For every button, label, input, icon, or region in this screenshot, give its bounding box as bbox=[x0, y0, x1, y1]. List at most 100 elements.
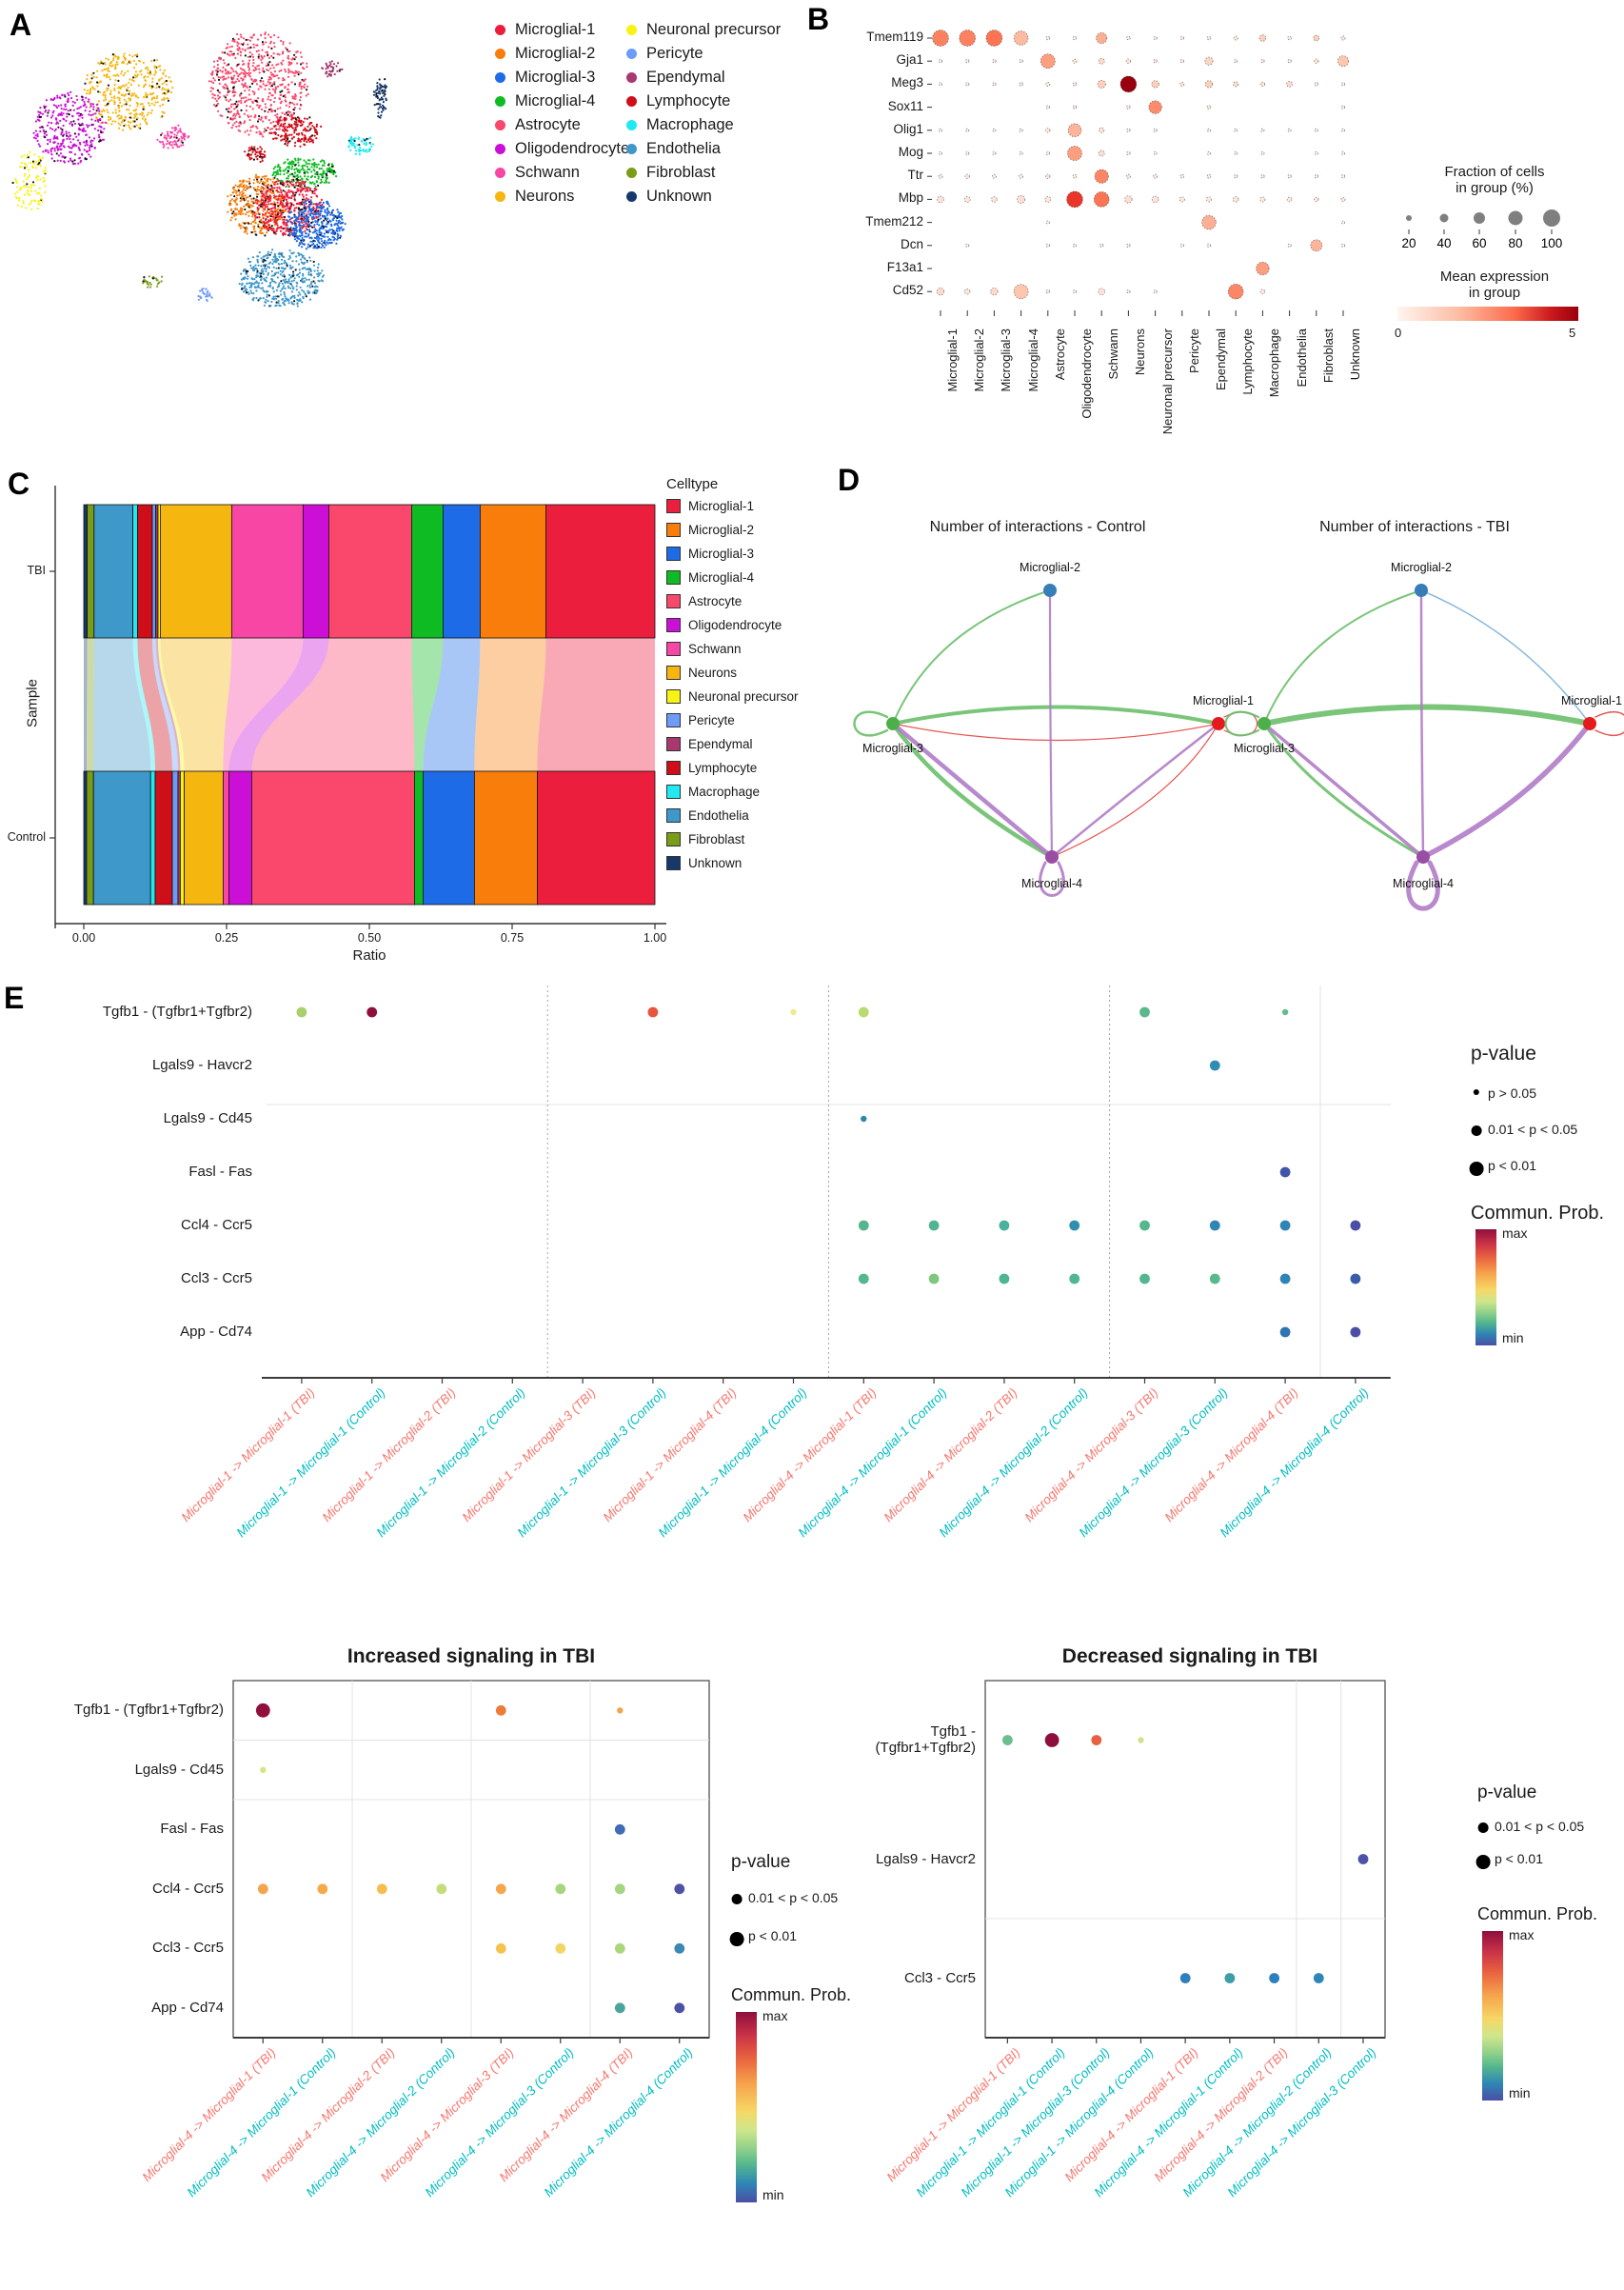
celltype-label: Neurons bbox=[1133, 329, 1148, 376]
bubble-dot bbox=[1091, 1735, 1102, 1745]
panel-a-label: A bbox=[10, 8, 32, 42]
umap-legend-item: Microglial-1 bbox=[495, 21, 628, 39]
bubble-dot bbox=[495, 1704, 506, 1716]
celltype-label: Unknown bbox=[1348, 329, 1362, 381]
celltype-label: Microglial-1 bbox=[945, 329, 960, 392]
bubble-dot bbox=[614, 1942, 625, 1954]
pvalue-size-dot bbox=[1477, 1822, 1489, 1833]
bubble-dot bbox=[999, 1220, 1010, 1231]
bubble-dot bbox=[674, 2002, 685, 2014]
bubble-dot bbox=[614, 1823, 625, 1835]
bubble-dot bbox=[257, 1883, 268, 1895]
umap-legend-item: Ependymal bbox=[626, 69, 817, 87]
legend-label: Fibroblast bbox=[688, 832, 745, 846]
umap-cluster-Schwann bbox=[156, 124, 190, 149]
legend-color-square bbox=[666, 618, 681, 632]
lr-pair-label: Ccl4 - Ccr5 bbox=[180, 1217, 252, 1233]
legend-label: Pericyte bbox=[688, 713, 735, 727]
panel-e-label: E bbox=[4, 981, 25, 1015]
prob-max-label: max bbox=[1502, 1225, 1528, 1241]
network-node bbox=[1583, 717, 1596, 730]
svg-text:20: 20 bbox=[1401, 236, 1416, 250]
celltype-label: Neuronal precursor bbox=[1159, 329, 1175, 435]
legend-color-dot bbox=[495, 96, 505, 107]
legend-label: Schwann bbox=[688, 642, 742, 656]
legend-color-square bbox=[666, 666, 681, 680]
bubble-dot bbox=[928, 1220, 940, 1231]
bubble-dot bbox=[296, 1006, 307, 1018]
lr-bubble-decreased bbox=[984, 1680, 1386, 2043]
celltype-legend-item: Macrophage bbox=[666, 785, 828, 799]
umap-cluster-Microglial-3 bbox=[286, 199, 347, 250]
bubble-dot bbox=[1209, 1220, 1220, 1231]
legend-color-square bbox=[666, 689, 681, 704]
celltype-legend-item: Astrocyte bbox=[666, 594, 828, 608]
legend-color-dot bbox=[626, 49, 637, 59]
prob-max-label: max bbox=[762, 2008, 788, 2023]
celltype-legend-item: Schwann bbox=[666, 642, 828, 656]
bubble-dot bbox=[1179, 1973, 1191, 1983]
legend-color-dot bbox=[495, 72, 505, 83]
legend-label: Unknown bbox=[688, 856, 743, 870]
lr-pair-label: Fasl - Fas bbox=[160, 1821, 224, 1838]
umap-cluster-Fibroblast bbox=[142, 275, 164, 289]
legend-label: Fibroblast bbox=[646, 164, 716, 181]
pvalue-size-dot bbox=[731, 1894, 743, 1904]
bubble-dot bbox=[1069, 1273, 1080, 1284]
bubble-dot bbox=[1139, 1273, 1150, 1284]
bubble-dot bbox=[1357, 1854, 1369, 1864]
bubble-dot bbox=[255, 1703, 270, 1718]
celltype-legend-item: Endothelia bbox=[666, 808, 828, 823]
celltype-legend-item: Microglial-3 bbox=[666, 547, 828, 561]
celltype-label: Ependymal bbox=[1214, 329, 1228, 391]
svg-text:Microglial-3: Microglial-3 bbox=[862, 742, 923, 755]
celltype-legend-item: Fibroblast bbox=[666, 832, 828, 846]
bubble-dot bbox=[555, 1883, 566, 1895]
prob-colorbar bbox=[1482, 1931, 1503, 2101]
gene-label: Mbp bbox=[898, 190, 923, 206]
network-node bbox=[1415, 584, 1428, 597]
pvalue-legend-title: p-value bbox=[1471, 1043, 1536, 1065]
celltype-label: Microglial-2 bbox=[972, 329, 987, 392]
legend-color-square bbox=[666, 713, 681, 727]
ratio-xtick: 0.75 bbox=[500, 931, 525, 945]
prob-min-label: min bbox=[762, 2187, 784, 2202]
legend-label: Macrophage bbox=[688, 785, 761, 799]
svg-text:Microglial-1: Microglial-1 bbox=[1193, 694, 1254, 707]
bubble-dot bbox=[861, 1115, 867, 1123]
prob-colorbar bbox=[1475, 1229, 1496, 1345]
ratio-xtick: 0.00 bbox=[71, 931, 96, 945]
svg-text:Microglial-4: Microglial-4 bbox=[1021, 877, 1082, 890]
legend-color-dot bbox=[626, 120, 637, 130]
pvalue-item-label: 0.01 < p < 0.05 bbox=[1495, 1819, 1585, 1834]
legend-label: Endothelia bbox=[646, 140, 721, 157]
bubble-dot bbox=[1279, 1220, 1291, 1231]
lr-pair-label: Tgfb1 - (Tgfbr1+Tgfbr2) bbox=[102, 1004, 252, 1020]
bubble-dot bbox=[376, 1883, 387, 1895]
umap-scatter bbox=[11, 31, 388, 308]
bubble-dot bbox=[647, 1006, 659, 1018]
legend-label: Microglial-2 bbox=[515, 45, 596, 62]
bubble-dot bbox=[674, 1942, 685, 1954]
legend-color-square bbox=[666, 785, 681, 799]
panel-b-label: B bbox=[807, 2, 830, 36]
bubble-dot bbox=[1279, 1166, 1291, 1178]
sample-label-control: Control bbox=[7, 830, 46, 844]
legend-label: Neuronal precursor bbox=[688, 689, 799, 704]
bubble-dot bbox=[1279, 1326, 1291, 1338]
lr-pair-label: Fasl - Fas bbox=[188, 1164, 252, 1180]
legend-color-dot bbox=[626, 144, 637, 154]
expression-colorbar bbox=[1397, 307, 1578, 321]
bubble-dot bbox=[1002, 1735, 1013, 1745]
pvalue-item-label: p < 0.01 bbox=[1495, 1851, 1543, 1866]
svg-text:40: 40 bbox=[1436, 236, 1451, 250]
pvalue-item-label: p < 0.01 bbox=[1488, 1158, 1536, 1173]
panel-c-label: C bbox=[8, 467, 30, 501]
bubble-dot bbox=[1350, 1273, 1361, 1284]
umap-legend-item: Neuronal precursor bbox=[626, 21, 817, 39]
umap-cluster-Lymphocyte bbox=[267, 116, 323, 148]
legend-label: Lymphocyte bbox=[688, 761, 758, 775]
interaction-networks: Microglial-2Microglial-1Microglial-3Micr… bbox=[853, 561, 1624, 911]
bubble-dot bbox=[617, 1707, 624, 1714]
legend-label: Neuronal precursor bbox=[646, 21, 782, 38]
